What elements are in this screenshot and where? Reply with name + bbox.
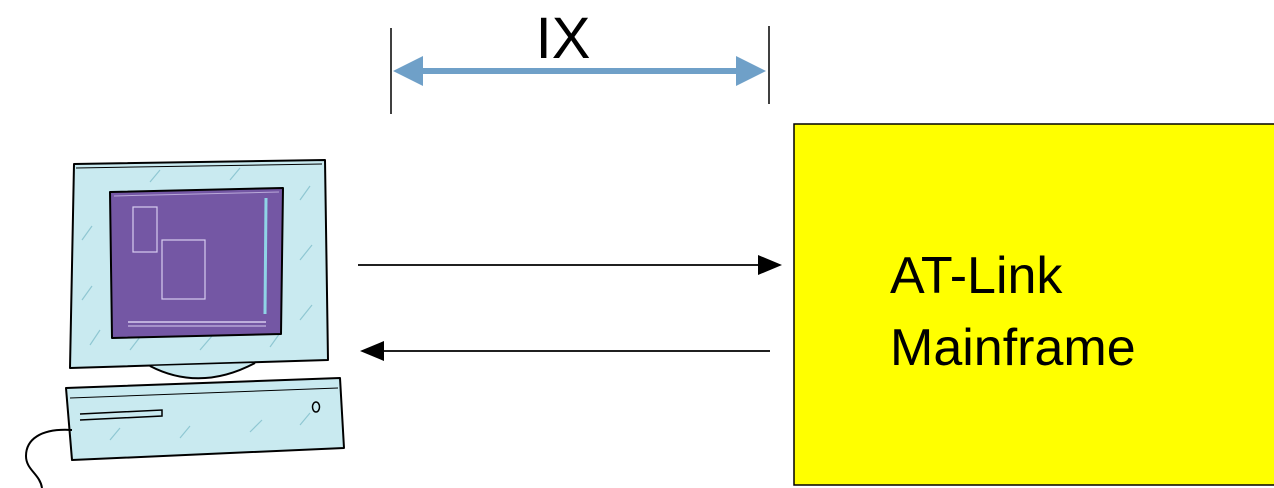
mainframe-box: AT-Link Mainframe [793,123,1274,486]
interval-label: IX [536,6,591,71]
mainframe-label-line1: AT-Link [890,247,1063,305]
response-arrow [360,341,770,361]
request-arrow [358,255,782,275]
interval-bracket: IX [390,6,770,114]
desktop-computer-icon [24,159,345,488]
interval-double-arrow [393,56,766,86]
mainframe-label-line2: Mainframe [890,319,1136,377]
